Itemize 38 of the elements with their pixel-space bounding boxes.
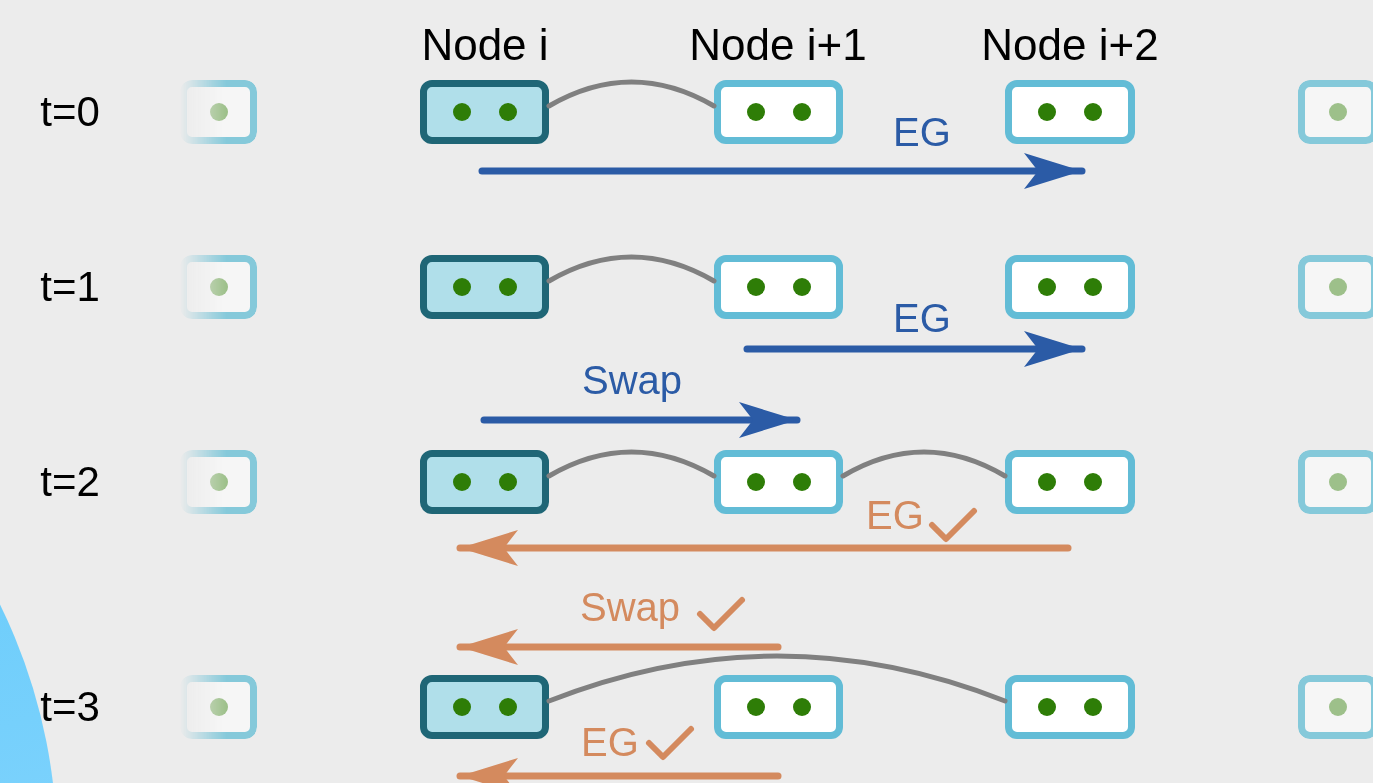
step-label: EG <box>893 298 951 338</box>
node-box <box>1005 450 1135 514</box>
step-label: Swap <box>581 360 683 400</box>
step-label: Swap <box>579 587 681 627</box>
node-box <box>1005 675 1135 739</box>
link-curve <box>546 449 717 479</box>
node-box <box>1005 80 1135 144</box>
link-curve <box>840 449 1008 479</box>
faded-node-box <box>1298 450 1373 514</box>
faded-node-box <box>1298 80 1373 144</box>
faded-node-box <box>1298 675 1373 739</box>
node-box <box>420 255 549 319</box>
time-label: t=2 <box>40 461 100 503</box>
column-heading: Node i+2 <box>981 23 1159 67</box>
node-box <box>420 675 549 739</box>
node-box <box>1005 255 1135 319</box>
column-heading: Node i <box>421 23 549 67</box>
node-box <box>714 80 843 144</box>
node-box <box>714 450 843 514</box>
faded-node-box <box>180 255 257 319</box>
step-label: EG <box>581 722 639 762</box>
link-curve <box>546 254 717 284</box>
node-box <box>420 80 549 144</box>
step-label: EG <box>866 495 924 535</box>
faded-node-box <box>1298 255 1373 319</box>
column-heading: Node i+1 <box>689 23 867 67</box>
node-box <box>714 255 843 319</box>
step-label: EG <box>893 112 951 152</box>
faded-node-box <box>180 675 257 739</box>
node-box <box>420 450 549 514</box>
time-label: t=0 <box>40 91 100 133</box>
node-box <box>714 675 843 739</box>
time-label: t=3 <box>40 686 100 728</box>
link-curve <box>546 653 1008 704</box>
link-curve <box>546 79 717 109</box>
time-label: t=1 <box>40 266 100 308</box>
faded-node-box <box>180 450 257 514</box>
faded-node-box <box>180 80 257 144</box>
